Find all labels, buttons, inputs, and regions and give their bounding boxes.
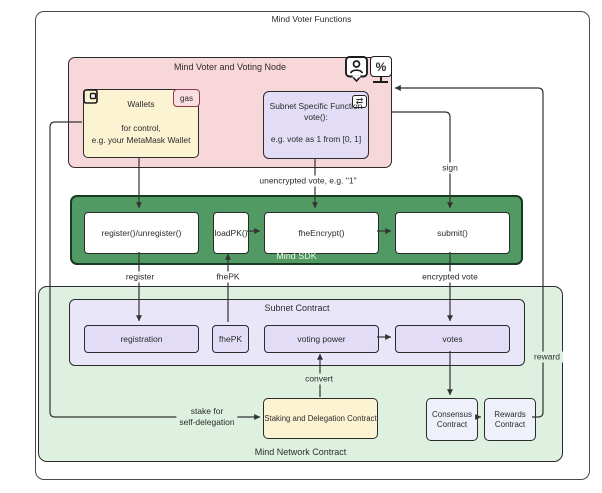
wallets-line1: for control, [121, 123, 161, 133]
label-stake-line2: self-delegation [179, 417, 235, 427]
subnet-box-votes: votes [395, 325, 510, 353]
wallets-box: gas Wallets for control, e.g. your MetaM… [83, 89, 200, 158]
label-register: register [122, 271, 158, 283]
network-contract-container: Subnet Contract registration fhePK votin… [38, 286, 563, 462]
subnet-contract-container: Subnet Contract registration fhePK votin… [69, 299, 525, 366]
diagram-title: Mind Voter Functions [271, 14, 352, 24]
sdk-container: register()/unregister() loadPK() fheEncr… [70, 195, 523, 265]
sdk-box-loadpk: loadPK() [213, 212, 249, 254]
label-stake: stake for self-delegation [176, 406, 238, 428]
subnet-function-line2: vote(): [304, 112, 328, 122]
percent-display-icon: % [370, 56, 392, 77]
label-unencrypted-vote: unencrypted vote, e.g. "1" [256, 175, 360, 187]
subnet-box-registration: registration [84, 325, 199, 353]
voter-node-title: Mind Voter and Voting Node [173, 62, 287, 72]
sdk-box-submit: submit() [395, 212, 510, 254]
subnet-function-line1: Subnet Specific Function [269, 101, 363, 111]
subnet-function-box: ⇄ Subnet Specific Function vote(): e.g. … [263, 91, 369, 159]
user-comment-icon-svg [345, 56, 368, 82]
label-fhepk: fhePK [213, 271, 243, 283]
voter-node-container: Mind Voter and Voting Node % gas Wallet [68, 56, 392, 168]
subnet-contract-title: Subnet Contract [264, 303, 330, 313]
sdk-title: Mind SDK [276, 251, 317, 261]
percent-display-base [373, 81, 388, 83]
percent-display-stand [379, 77, 382, 81]
label-convert: convert [302, 373, 336, 385]
network-contract-title: Mind Network Contract [254, 447, 347, 457]
gas-badge: gas [173, 89, 200, 107]
staking-delegation-box: Staking and Delegation Contract [263, 398, 378, 439]
label-encrypted-vote: encrypted vote [419, 271, 481, 283]
label-reward: reward [531, 351, 563, 363]
sdk-box-fheencrypt: fheEncrypt() [264, 212, 379, 254]
subnet-box-voting-power: voting power [264, 325, 379, 353]
consensus-contract-box: Consensus Contract [426, 398, 478, 441]
user-comment-icon [345, 56, 368, 82]
wallet-icon [83, 89, 98, 104]
wallets-title: Wallets [127, 99, 155, 109]
label-sign: sign [439, 162, 461, 174]
subnet-function-line3: e.g. vote as 1 from [0, 1] [270, 134, 362, 144]
label-stake-line1: stake for [190, 406, 224, 416]
swap-glyph: ⇄ [355, 96, 364, 106]
subnet-box-fhepk: fhePK [212, 325, 249, 353]
rewards-contract-box: Rewards Contract [484, 398, 536, 441]
sdk-box-register: register()/unregister() [84, 212, 199, 254]
swap-arrows-icon: ⇄ [352, 95, 367, 108]
percent-glyph: % [375, 59, 387, 74]
wallets-line2: e.g. your MetaMask Wallet [91, 135, 191, 145]
